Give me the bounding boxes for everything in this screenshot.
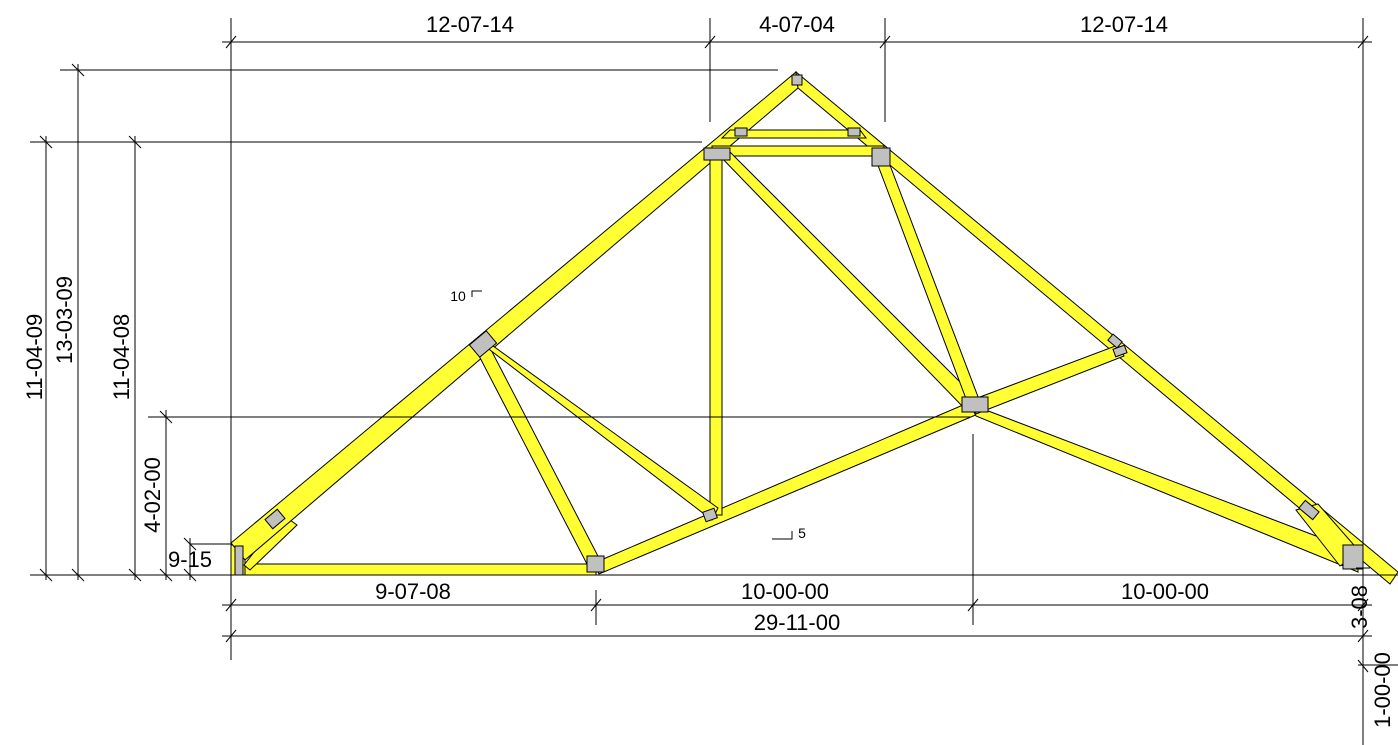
left-heel-dim: 9-15 bbox=[168, 547, 212, 572]
connector-plates bbox=[234, 74, 1364, 576]
pitch-label-bottom: 5 bbox=[798, 525, 806, 541]
pitch-label-top: 10 bbox=[450, 288, 466, 304]
plate-top-left-joint bbox=[703, 147, 731, 161]
plate-collar-right bbox=[847, 127, 861, 137]
plate-right-heel-wedge bbox=[1298, 499, 1320, 521]
height-dim-4: 4-02-00 bbox=[140, 457, 165, 533]
plate-mid-low-joint bbox=[702, 507, 718, 523]
plate-left-panel-point bbox=[468, 330, 498, 358]
pitch-marker-top bbox=[471, 290, 482, 297]
web-right-strut bbox=[971, 344, 1125, 415]
bottom-panel-left: 9-07-08 bbox=[375, 579, 451, 604]
bottom-chord-left bbox=[231, 563, 597, 576]
top-dim-right: 12-07-14 bbox=[1080, 12, 1168, 37]
plate-left-heel-wedge bbox=[264, 508, 286, 530]
bottom-chord-right bbox=[968, 403, 1359, 573]
plate-bottom-panel-point bbox=[586, 555, 605, 573]
truss-members bbox=[230, 70, 1398, 585]
web-left-outer bbox=[475, 343, 601, 567]
web-center-diagonal bbox=[714, 149, 979, 411]
plate-top-right-joint bbox=[871, 147, 891, 167]
height-dim-1: 11-04-09 bbox=[22, 314, 47, 400]
vertical-web bbox=[709, 154, 723, 516]
dimension-lines bbox=[30, 18, 1398, 745]
top-cross-chord bbox=[711, 145, 885, 157]
bottom-chord-rising bbox=[593, 401, 979, 575]
plate-right-heel bbox=[1342, 544, 1364, 570]
collar-tie bbox=[720, 129, 867, 139]
plate-apex bbox=[791, 74, 803, 86]
plate-right-top-a bbox=[1107, 333, 1123, 349]
top-dim-left: 12-07-14 bbox=[426, 12, 514, 37]
overall-span: 29-11-00 bbox=[754, 610, 840, 635]
plate-peak-joint bbox=[961, 396, 989, 413]
height-dim-2: 13-03-09 bbox=[52, 276, 77, 364]
dimension-labels: 12-07-14 4-07-04 12-07-14 9-07-08 10-00-… bbox=[22, 12, 1395, 728]
plate-right-top-b bbox=[1112, 344, 1128, 358]
overhang-dim: 1-00-00 bbox=[1370, 652, 1395, 728]
right-heel-dim: 3-08 bbox=[1347, 585, 1372, 629]
pitch-marker-bottom bbox=[772, 531, 793, 540]
plate-collar-left bbox=[734, 127, 748, 137]
top-dim-middle: 4-07-04 bbox=[759, 12, 835, 37]
bottom-panel-middle: 10-00-00 bbox=[741, 579, 829, 604]
height-dim-3: 11-04-08 bbox=[109, 314, 134, 400]
bottom-panel-right: 10-00-00 bbox=[1121, 579, 1209, 604]
plate-left-heel bbox=[234, 545, 244, 576]
